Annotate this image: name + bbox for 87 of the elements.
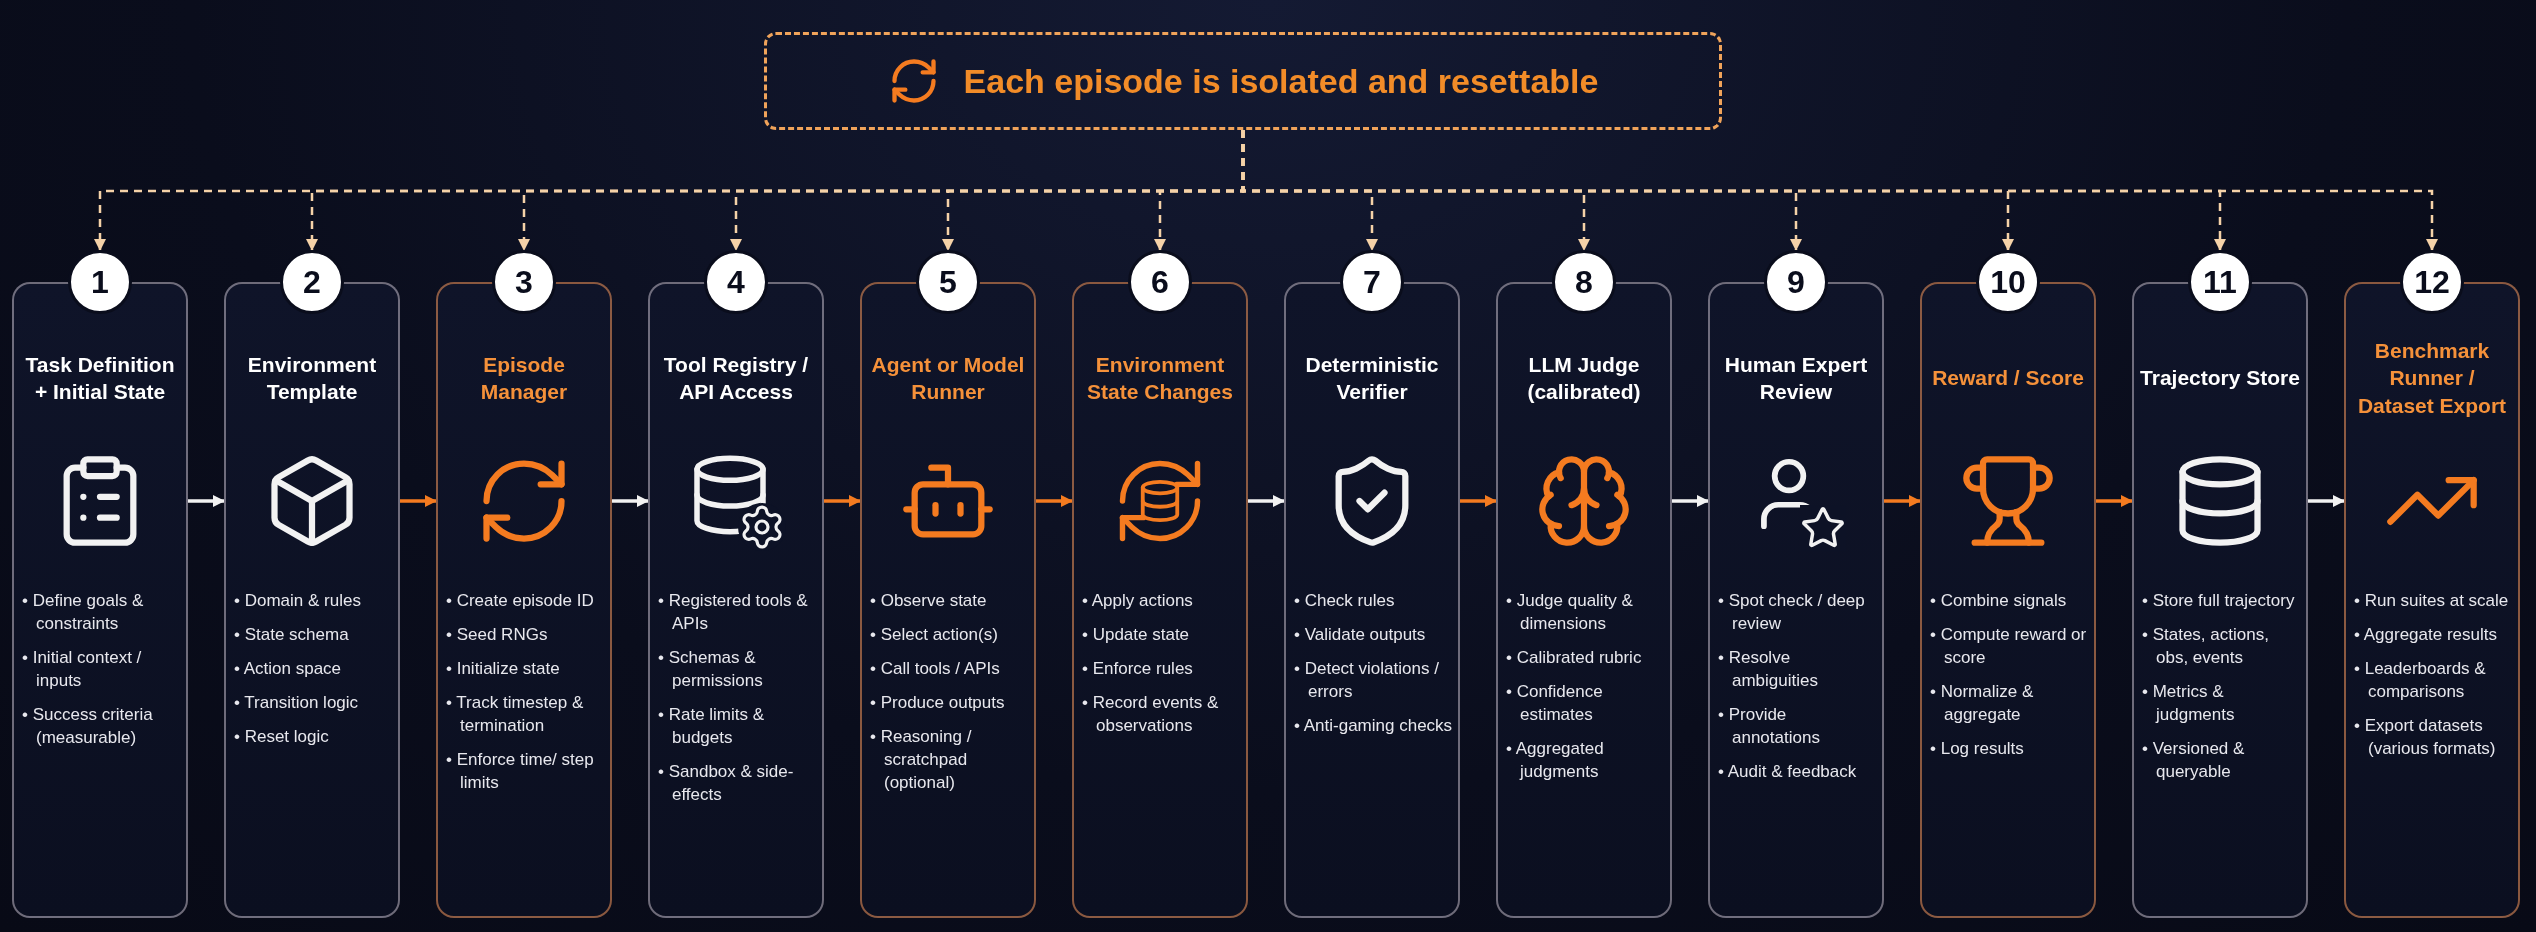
- bullet-item: • Leaderboards & comparisons: [2354, 657, 2487, 703]
- bullet-item: • State schema: [234, 623, 350, 646]
- bullet-item: • Aggregated judgments: [1506, 737, 1605, 783]
- bullet-item: • Confidence estimates: [1506, 680, 1604, 726]
- arrow: [2308, 495, 2345, 507]
- bullet-item: • States, actions, obs, events: [2142, 623, 2270, 669]
- card-title: Environment State Changes: [1086, 351, 1234, 405]
- bullet-item: • Select action(s): [870, 623, 999, 646]
- bullet-item: • Rate limits & budgets: [658, 703, 766, 749]
- card-title: LLM Judge (calibrated): [1526, 351, 1642, 405]
- bullet-item: • Schemas & permissions: [658, 646, 764, 692]
- bullet-item: • Calibrated rubric: [1506, 646, 1643, 669]
- card-title: Tool Registry / API Access: [662, 351, 810, 405]
- bullet-item: • Seed RNGs: [446, 623, 549, 646]
- arrow: [2096, 495, 2133, 507]
- step-number: 5: [916, 250, 980, 314]
- step-number: 7: [1340, 250, 1404, 314]
- arrow: [1884, 495, 1921, 507]
- step-number: 10: [1976, 250, 2040, 314]
- bullet-item: • Metrics & judgments: [2142, 680, 2236, 726]
- bullet-item: • Run suites at scale: [2354, 590, 2510, 612]
- bullet-item: • Registered tools & APIs: [658, 590, 809, 635]
- bullet-item: • Initial context / inputs: [22, 646, 143, 692]
- step-number: 6: [1128, 250, 1192, 314]
- bullet-item: • Judge quality & dimensions: [1506, 590, 1634, 635]
- step-number: 12: [2400, 250, 2464, 314]
- bullet-item: • Enforce time/ step limits: [446, 748, 595, 794]
- step-number: 8: [1552, 250, 1616, 314]
- bullet-item: • Normalize & aggregate: [1930, 680, 2035, 726]
- bullet-item: • Create episode ID: [446, 590, 595, 612]
- card-title: Environment Template: [246, 351, 378, 405]
- bullet-item: • Resolve ambiguities: [1718, 646, 1819, 692]
- bullet-item: • Enforce rules: [1082, 657, 1194, 680]
- arrow: [1460, 495, 1497, 507]
- bullet-item: • Check rules: [1294, 590, 1396, 612]
- bullet-item: • Domain & rules: [234, 590, 362, 612]
- arrow: [824, 495, 861, 507]
- bullet-item: • Action space: [234, 657, 343, 680]
- bullet-item: • Call tools / APIs: [870, 657, 1001, 680]
- bullet-item: • Produce outputs: [870, 691, 1006, 714]
- card-title: Benchmark Runner / Dataset Export: [2356, 338, 2508, 419]
- card-title: Episode Manager: [479, 351, 569, 405]
- bullet-item: • Initialize state: [446, 657, 561, 680]
- step-number: 11: [2188, 250, 2252, 314]
- dashed-banner: [764, 32, 1722, 130]
- step-number: 3: [492, 250, 556, 314]
- bullet-item: • Spot check / deep review: [1718, 590, 1866, 635]
- bullet-item: • Sandbox & side-effects: [658, 760, 795, 806]
- bullet-item: • Track timestep & termination: [446, 691, 585, 737]
- step-number: 4: [704, 250, 768, 314]
- bullet-item: • Audit & feedback: [1718, 760, 1858, 783]
- card-title: Human Expert Review: [1723, 351, 1869, 405]
- arrow: [612, 495, 649, 507]
- bullet-item: • Store full trajectory: [2142, 590, 2296, 612]
- arrow: [188, 495, 225, 507]
- bullet-item: • Success criteria (measurable): [22, 703, 154, 749]
- step-number: 2: [280, 250, 344, 314]
- bullet-item: • Validate outputs: [1294, 623, 1427, 646]
- bullet-item: • Provide annotations: [1718, 703, 1821, 749]
- step-number: 9: [1764, 250, 1828, 314]
- arrow: [1672, 495, 1709, 507]
- bullet-item: • Apply actions: [1082, 590, 1194, 612]
- bullet-item: • Compute reward or score: [1930, 623, 2088, 669]
- bullet-item: • Aggregate results: [2354, 623, 2498, 646]
- arrow: [1036, 495, 1073, 507]
- bullet-item: • Define goals & constraints: [22, 590, 145, 635]
- bullet-item: • Export datasets (various formats): [2354, 714, 2497, 760]
- bullet-item: • Transition logic: [234, 691, 360, 714]
- arrow: [400, 495, 437, 507]
- card-title: Deterministic Verifier: [1304, 351, 1440, 405]
- bullet-item: • Versioned & queryable: [2142, 737, 2246, 783]
- card-title: Reward / Score: [1932, 365, 2084, 392]
- step-number: 1: [68, 250, 132, 314]
- card-title: Agent or Model Runner: [870, 351, 1026, 405]
- bullet-item: • Log results: [1930, 737, 2025, 760]
- bullet-item: • Observe state: [870, 590, 988, 612]
- bullet-item: • Reasoning / scratchpad (optional): [870, 725, 973, 794]
- bullet-item: • Anti-gaming checks: [1294, 714, 1454, 737]
- bullet-item: • Detect violations / errors: [1294, 657, 1440, 703]
- arrow: [1248, 495, 1285, 507]
- banner-text: Each episode is isolated and resettable: [963, 61, 1599, 101]
- bullet-item: • Record events & observations: [1082, 691, 1220, 737]
- bullet-item: • Reset logic: [234, 725, 330, 748]
- card-title: Trajectory Store: [2140, 365, 2300, 392]
- card-title: Task Definition + Initial State: [24, 351, 176, 405]
- bullet-item: • Update state: [1082, 623, 1191, 646]
- bullet-item: • Combine signals: [1930, 590, 2068, 612]
